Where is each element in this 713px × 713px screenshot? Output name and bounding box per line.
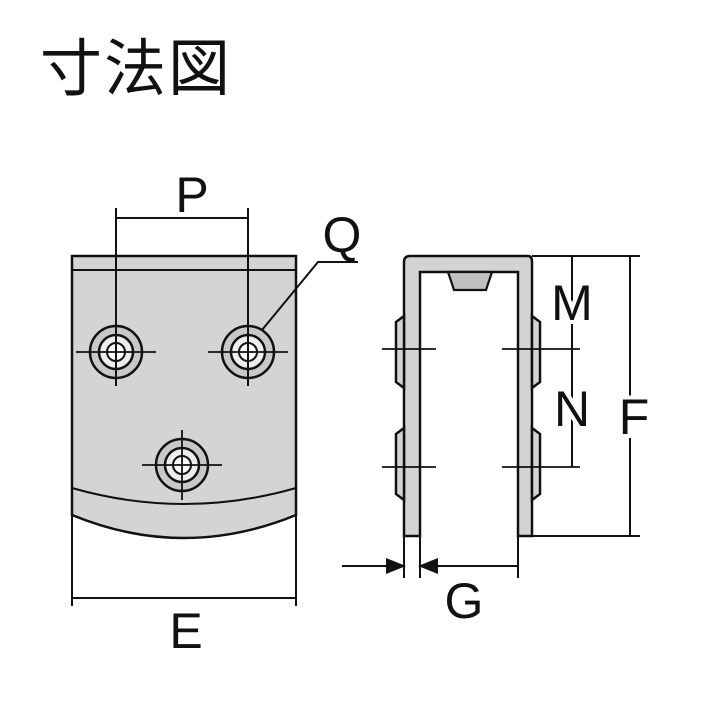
right-boss-lower: [530, 425, 542, 503]
center-nut: [446, 270, 494, 292]
dimension-q: Q: [261, 207, 362, 331]
left-boss-upper: [394, 313, 406, 391]
dimension-g: G: [342, 536, 519, 629]
bottom-bend-line: [71, 487, 297, 505]
label-q: Q: [323, 207, 362, 263]
mounting-hole-3: [142, 430, 222, 500]
side-view: M N F G: [342, 254, 653, 629]
label-m: M: [551, 275, 593, 331]
front-view: P Q E: [70, 167, 362, 659]
drawing-title: 寸法図: [40, 32, 233, 105]
label-g: G: [445, 573, 484, 629]
left-boss-lower: [394, 425, 406, 503]
label-e: E: [169, 603, 202, 659]
dimension-e: E: [71, 515, 297, 659]
bracket-profile: [402, 254, 534, 538]
right-boss-upper: [530, 313, 542, 391]
dimension-p: P: [115, 167, 249, 386]
dimension-m-n: M N: [532, 255, 597, 467]
label-p: P: [175, 167, 208, 223]
dimension-f: F: [532, 255, 653, 537]
label-f: F: [619, 389, 650, 445]
label-n: N: [554, 381, 590, 437]
